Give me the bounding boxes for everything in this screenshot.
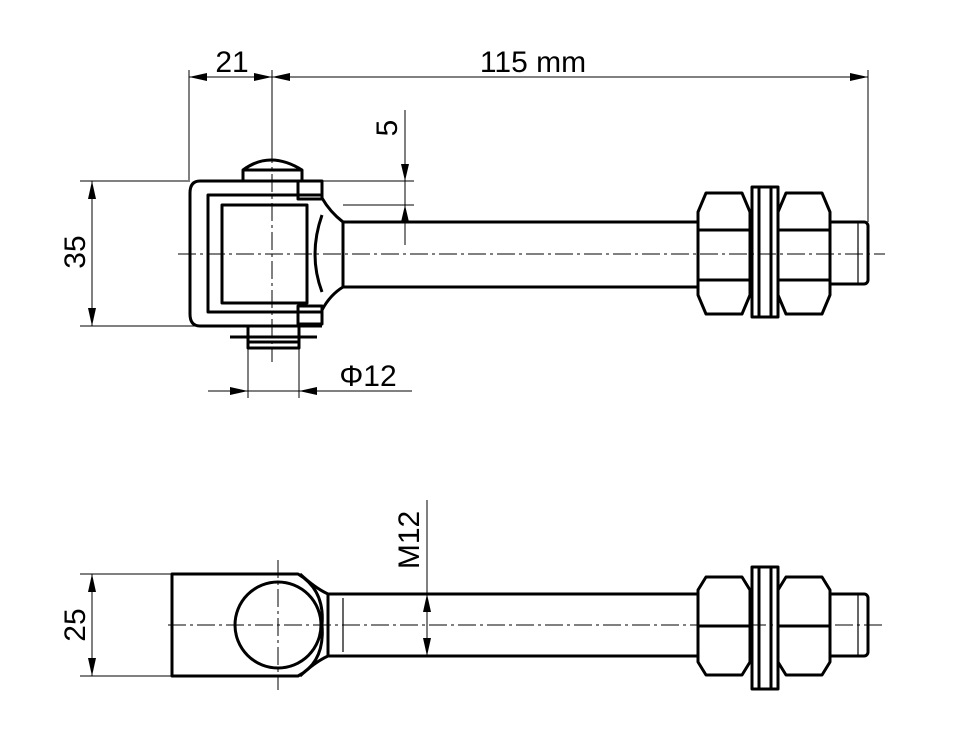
eye-neck-bottom (298, 654, 329, 678)
arrow (189, 73, 207, 81)
dim-label-m12: M12 (393, 511, 426, 569)
block-corner-top (296, 179, 324, 201)
arrow (423, 594, 431, 612)
washer-top (750, 185, 780, 319)
eye-neck-curve (313, 214, 324, 293)
dim-height-25: 25 (59, 573, 172, 677)
arrow (88, 308, 96, 326)
bottom-view (168, 560, 885, 691)
nut-left-bottom (696, 575, 752, 677)
arrow (88, 181, 96, 199)
top-view (178, 145, 885, 362)
arrow (88, 574, 96, 592)
arrow (88, 658, 96, 676)
arrow (401, 205, 409, 222)
arrow (850, 73, 868, 81)
arrow (299, 387, 317, 395)
block-corner-bottom (296, 304, 324, 326)
arrow (230, 387, 248, 395)
washer-bottom-inner (757, 565, 773, 691)
dim-horizontal-top: 21 115 mm (188, 46, 869, 222)
arrow (254, 73, 272, 81)
dim-height-35: 35 (59, 180, 200, 327)
arrow (423, 638, 431, 656)
eye-neck-bottom (320, 285, 344, 311)
dim-label-25: 25 (59, 608, 92, 641)
dim-label-21: 21 (215, 46, 248, 79)
dim-pin-diameter: Φ12 (208, 348, 412, 398)
dim-wall-5: 5 (322, 110, 414, 245)
washer-top-inner (757, 185, 773, 319)
dim-thread-m12: M12 (393, 500, 431, 656)
nut-right-bottom (776, 575, 832, 677)
arrow (401, 164, 409, 181)
washer-bottom (750, 565, 780, 691)
eye-neck-top (298, 572, 329, 596)
rod-end (824, 220, 870, 286)
dim-label-35: 35 (59, 235, 92, 268)
eye-neck-top (320, 197, 344, 224)
dim-label-phi12: Φ12 (339, 360, 396, 393)
dim-label-115: 115 mm (480, 46, 586, 79)
arrow (272, 73, 290, 81)
dim-label-5: 5 (371, 120, 404, 137)
